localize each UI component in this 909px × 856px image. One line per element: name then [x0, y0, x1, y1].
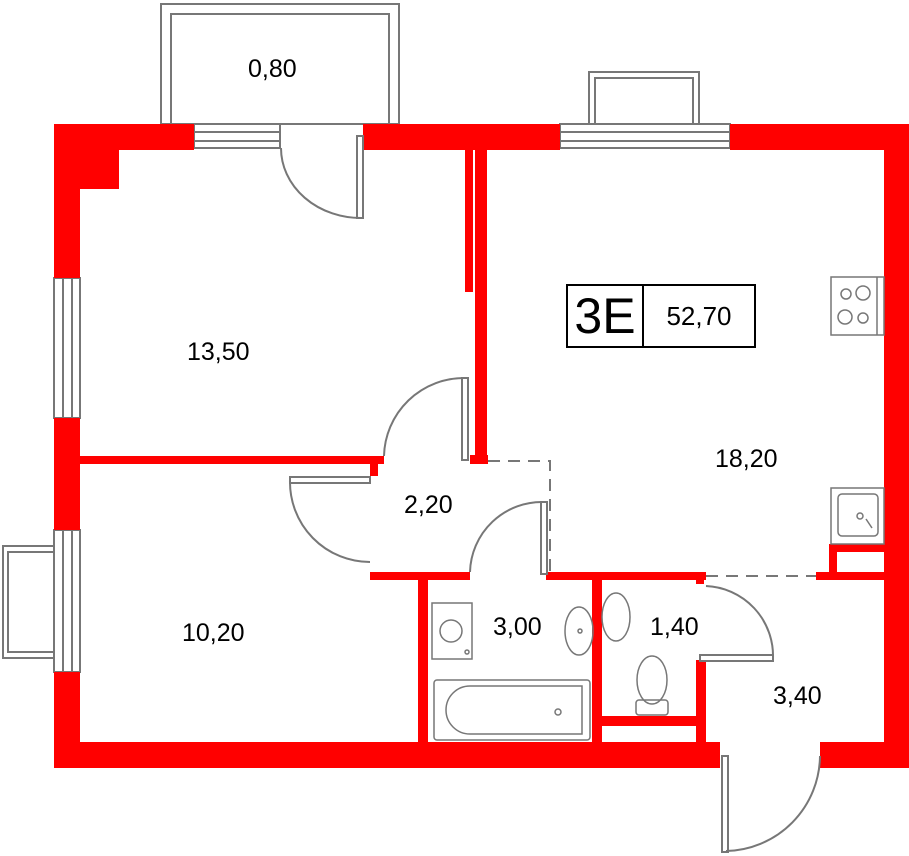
bathtub-icon	[433, 679, 591, 741]
walls	[54, 124, 909, 768]
windows	[53, 123, 731, 673]
room-area-balcony: 0,80	[248, 55, 297, 83]
total-area: 52,70	[666, 300, 732, 331]
room-area-bedroom-2: 10,20	[182, 619, 245, 647]
toilet-icon	[635, 655, 669, 716]
room-area-bedroom-1: 13,50	[187, 338, 250, 366]
window-ledge-top-right	[588, 71, 700, 125]
doors	[280, 135, 821, 853]
kitchen-sink-icon	[830, 487, 885, 545]
toilet-sink-icon	[601, 592, 631, 642]
room-area-corridor: 2,20	[404, 491, 453, 519]
room-area-hallway: 3,40	[773, 682, 822, 710]
room-area-kitchen-living: 18,20	[715, 445, 778, 473]
room-area-bathroom: 3,00	[493, 613, 542, 641]
apartment-badge: 3E 52,70	[566, 284, 756, 348]
stove-icon	[830, 276, 885, 336]
window-ledge-left	[2, 545, 56, 659]
apartment-type: 3E	[568, 286, 644, 346]
room-area-toilet: 1,40	[650, 613, 699, 641]
bathroom-sink-icon	[564, 606, 594, 656]
washing-machine-icon	[431, 602, 473, 660]
